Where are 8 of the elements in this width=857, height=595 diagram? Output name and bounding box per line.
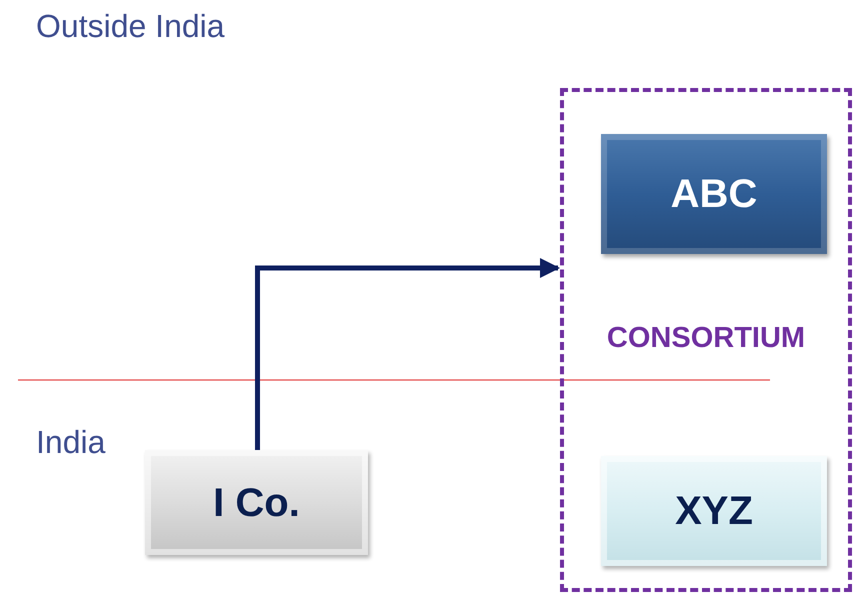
region-label: Outside India (36, 7, 225, 46)
region-label: India (36, 423, 106, 462)
dashed-group-frame (560, 88, 852, 592)
process-box: ABC (601, 134, 827, 254)
process-box: I Co. (145, 450, 368, 555)
group-title: CONSORTIUM (606, 321, 806, 356)
arrow (255, 258, 560, 450)
process-box: XYZ (601, 456, 827, 566)
